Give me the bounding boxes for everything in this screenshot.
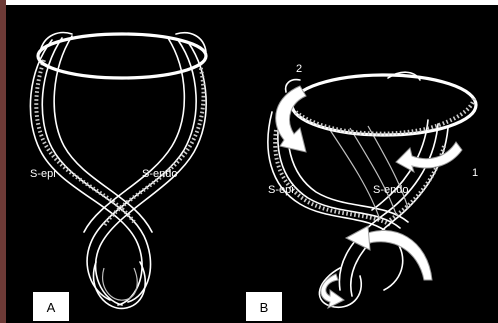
left-edge [0,0,6,323]
panel-a-badge-letter: A [47,300,56,315]
panel-b-arrow-number-2: 2 [296,63,302,75]
panel-b-badge-letter: B [260,300,269,315]
panel-a-label-s-endo: S-endo [142,168,177,180]
panel-b-label-s-epi: S-epi [268,184,294,196]
top-edge [0,0,498,5]
panel-b-arrow-number-1: 1 [472,167,478,179]
panel-a-label-s-epi: S-epi [30,168,56,180]
panel-b-label-s-endo: S-endo [373,184,408,196]
